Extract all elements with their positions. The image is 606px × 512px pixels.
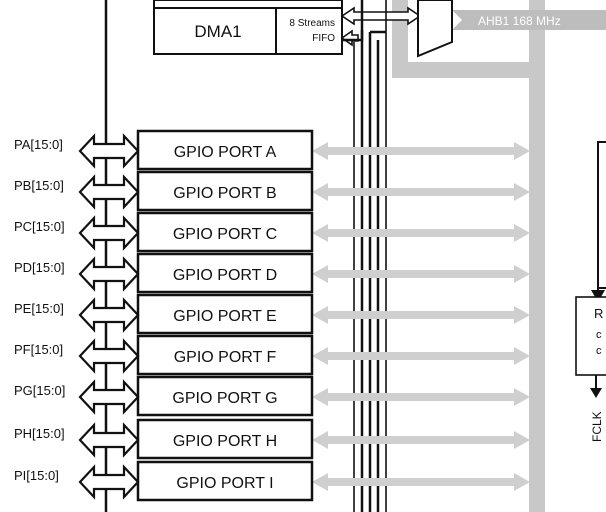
gpio-ahb-arrow — [312, 224, 530, 242]
gpio-ahb-arrow — [312, 431, 530, 449]
ahb1-label-box — [452, 10, 606, 30]
dma1-block — [153, 7, 343, 55]
bus-matrix-lines — [353, 0, 387, 512]
bus-matrix-mux — [417, 0, 453, 58]
gpio-port-box — [136, 129, 314, 171]
gpio-pin-label: PG[15:0] — [14, 383, 65, 398]
gpio-ahb-arrow — [312, 306, 530, 324]
gpio-pin-arrow — [78, 256, 140, 292]
gpio-pin-label: PE[15:0] — [14, 301, 64, 316]
gpio-port-row: GPIO PORT G PG[15:0] — [14, 375, 530, 417]
dma1-fifo-label: FIFO — [312, 33, 335, 44]
dma1-matrix-arrow — [340, 6, 422, 26]
gpio-ahb-arrow — [312, 265, 530, 283]
rcc-partial-label: R — [594, 306, 603, 321]
gpio-port-row: GPIO PORT E PE[15:0] — [14, 293, 530, 335]
rcc-symbol-2: c — [596, 345, 602, 357]
gpio-port-row: GPIO PORT D PD[15:0] — [14, 252, 530, 294]
gpio-pin-arrow — [78, 133, 140, 169]
ahb1-bus-horizontal — [392, 62, 545, 78]
gpio-port-name: GPIO PORT A — [174, 144, 277, 161]
gpio-port-name: GPIO PORT I — [176, 475, 273, 492]
gpio-port-name: GPIO PORT H — [173, 433, 277, 450]
gpio-pin-arrow — [78, 379, 140, 415]
gpio-pin-label: PB[15:0] — [14, 178, 64, 193]
rcc-top-box — [597, 141, 606, 289]
bus-matrix-corners — [342, 30, 386, 42]
dma1-name: DMA1 — [194, 22, 241, 41]
dma1-streams-label: 8 Streams — [289, 18, 335, 29]
gpio-pin-label: PF[15:0] — [14, 342, 63, 357]
gpio-port-name: GPIO PORT B — [173, 185, 276, 202]
gpio-port-box — [136, 418, 314, 460]
gpio-pin-arrow — [78, 297, 140, 333]
gpio-ahb-arrow — [312, 183, 530, 201]
gpio-ports: GPIO PORT APA[15:0]GPIO PORT BPB[15:0]GP… — [14, 129, 530, 502]
gpio-pin-label: PD[15:0] — [14, 260, 65, 275]
gpio-port-row: GPIO PORT A PA[15:0] — [14, 129, 530, 171]
gpio-port-row: GPIO PORT C PC[15:0] — [14, 211, 530, 253]
gpio-port-row: GPIO PORT H PH[15:0] — [14, 418, 530, 460]
rcc-input-arrow-head — [591, 290, 605, 302]
gpio-pin-label: PA[15:0] — [14, 137, 63, 152]
gpio-ahb-arrow — [312, 142, 530, 160]
gpio-pin-arrow — [78, 422, 140, 458]
gpio-port-name: GPIO PORT G — [172, 390, 277, 407]
rcc-symbol-1: c — [596, 329, 602, 341]
ahb1-label: AHB1 168 MHz — [478, 14, 561, 28]
gpio-pin-arrow — [78, 174, 140, 210]
dma1-top-stub — [153, 0, 343, 9]
gpio-port-name: GPIO PORT C — [173, 226, 277, 243]
gpio-ahb-arrow — [312, 388, 530, 406]
gpio-pin-arrow — [78, 338, 140, 374]
gpio-pin-label: PC[15:0] — [14, 219, 65, 234]
fclk-label: FCLK — [590, 411, 604, 442]
gpio-port-row: GPIO PORT F PF[15:0] — [14, 334, 530, 376]
dma1-matrix-arrow-2 — [340, 29, 359, 47]
gpio-port-box — [136, 460, 314, 502]
gpio-port-name: GPIO PORT E — [173, 308, 276, 325]
rcc-block — [575, 296, 606, 376]
fclk-arrow-head — [590, 388, 602, 398]
gpio-port-name: GPIO PORT F — [174, 349, 277, 366]
gpio-pin-arrow — [78, 464, 140, 500]
gpio-pin-arrow — [78, 215, 140, 251]
gpio-port-name: GPIO PORT D — [173, 267, 277, 284]
gpio-port-row: GPIO PORT I PI[15:0] — [14, 460, 530, 502]
gpio-ahb-arrow — [312, 347, 530, 365]
gpio-ahb-arrow — [312, 473, 530, 491]
gpio-port-box — [136, 293, 314, 335]
ahb1-bus-bar — [529, 0, 545, 512]
gpio-port-row: GPIO PORT B PB[15:0] — [14, 170, 530, 212]
gpio-pin-label: PH[15:0] — [14, 426, 65, 441]
gpio-pin-label: PI[15:0] — [14, 468, 59, 483]
gpio-port-box — [136, 211, 314, 253]
